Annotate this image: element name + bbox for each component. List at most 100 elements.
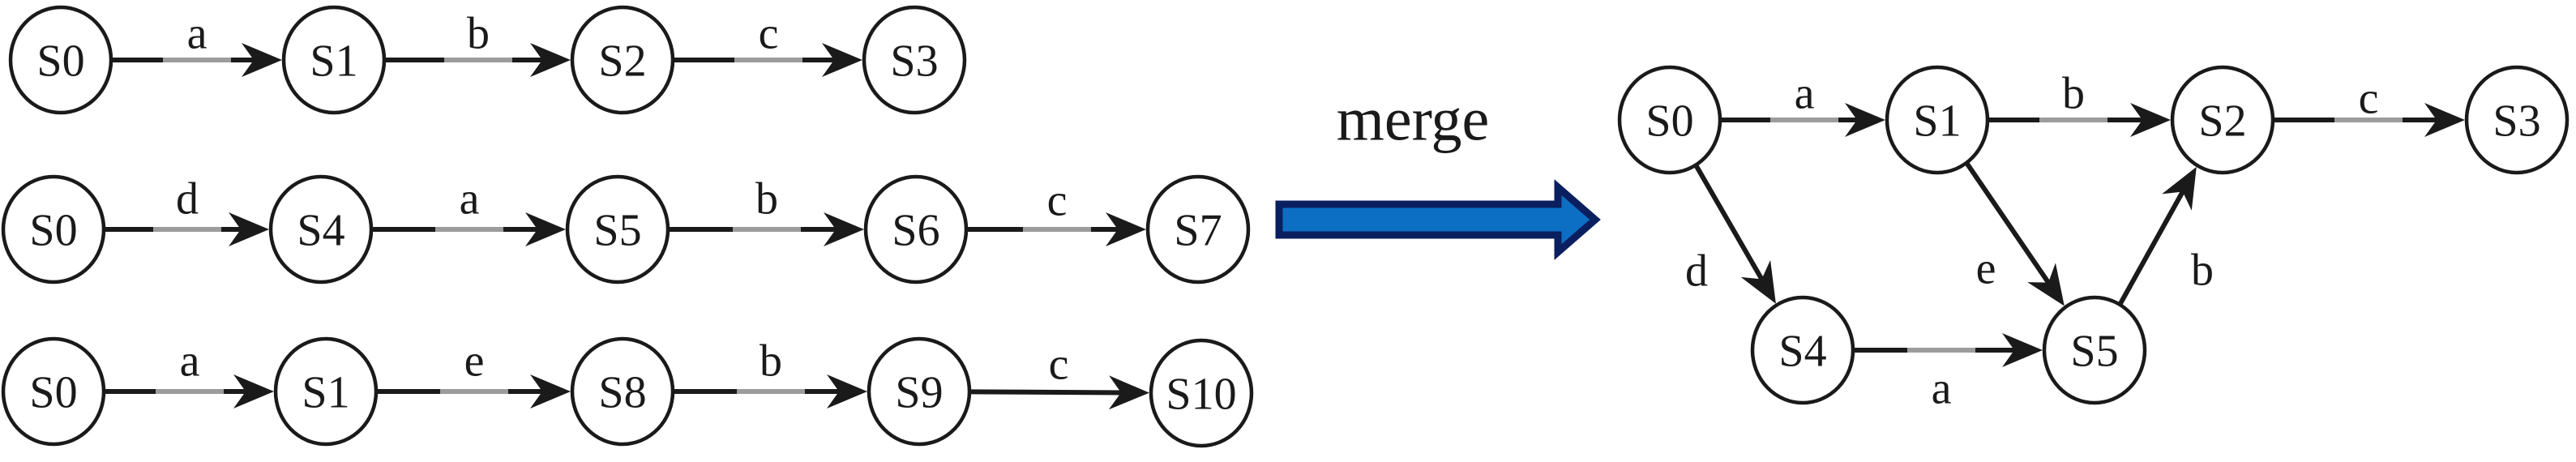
state-node-trace-3-S1: S1 (273, 336, 379, 447)
state-circle (268, 174, 374, 284)
arrowhead-icon (1845, 103, 1885, 137)
edge-S6-S7: c (967, 176, 1146, 246)
state-circle (1, 336, 106, 447)
arrowhead-icon (1108, 375, 1149, 410)
state-circle (2042, 295, 2147, 405)
edge-S5-S6: b (669, 174, 864, 246)
arrowhead-icon (530, 374, 571, 409)
arrowhead-icon (1106, 212, 1146, 246)
edge-S9-S10: c (969, 340, 1149, 410)
transition-label: c (1049, 340, 1069, 390)
state-node-trace-2-S4: S4 (268, 174, 374, 284)
edge-gray-segment (435, 227, 503, 232)
transition-label: a (187, 9, 208, 59)
state-label: S5 (2070, 327, 2118, 377)
transition-label: b (2062, 69, 2085, 119)
state-label: S3 (2493, 96, 2540, 147)
state-node-trace-3-S8: S8 (570, 336, 675, 447)
state-label: S1 (1913, 96, 1961, 147)
transition-label: c (759, 9, 779, 59)
merge-label: merge (1337, 86, 1490, 154)
state-circle (1885, 65, 1990, 175)
transition-label: c (1047, 176, 1068, 226)
arrowhead-icon (525, 212, 566, 246)
transition-label: a (180, 336, 200, 387)
state-circle (281, 5, 387, 115)
edge-gray-segment (737, 389, 805, 394)
edge-gray-segment (440, 389, 508, 394)
state-node-trace-1-S2: S2 (570, 5, 675, 115)
state-circle (1145, 174, 1251, 284)
edge-gray-segment (163, 58, 231, 62)
state-circle (867, 336, 972, 447)
edge-S1-S8: e (377, 336, 571, 409)
state-node-merged-S4: S4 (1750, 295, 1855, 405)
state-circle (863, 174, 969, 284)
state-label: S10 (1166, 370, 1236, 420)
arrowhead-icon (229, 212, 269, 246)
state-circle (1149, 338, 1254, 448)
state-circle (570, 5, 675, 115)
edge-gray-segment (733, 227, 801, 232)
edge-gray-segment (2334, 118, 2403, 122)
transition-label: e (1976, 244, 1996, 294)
graph-trace-3: a e b c S0 S1 S8 S9 S10 (1, 336, 1254, 448)
transition-label: b (760, 336, 782, 387)
edge-S0-S1: a (112, 9, 282, 77)
transition-label: c (2359, 74, 2379, 124)
state-label: S4 (297, 206, 344, 256)
arrowhead-icon (2424, 103, 2465, 137)
edge-S2-S3: c (2274, 74, 2465, 137)
state-label: S2 (598, 36, 646, 87)
state-node-trace-2-S5: S5 (565, 174, 670, 284)
state-label: S8 (598, 368, 646, 418)
state-node-trace-3-S0: S0 (1, 336, 106, 447)
state-label: S7 (1174, 206, 1222, 256)
merge-arrow-icon (1275, 179, 1601, 260)
edge-S5-S2: b (2118, 166, 2214, 306)
state-node-merged-S0: S0 (1617, 65, 1722, 175)
state-node-trace-1-S3: S3 (862, 5, 967, 115)
edge-gray-segment (156, 389, 224, 394)
transition-label: d (1685, 246, 1708, 297)
state-node-trace-3-S9: S9 (867, 336, 972, 447)
state-label: S6 (892, 206, 939, 256)
state-node-trace-2-S6: S6 (863, 174, 969, 284)
transition-line (2118, 186, 2187, 306)
state-circle (862, 5, 967, 115)
state-node-trace-1-S1: S1 (281, 5, 387, 115)
state-label: S0 (29, 206, 77, 256)
state-label: S9 (895, 368, 943, 418)
state-label: S5 (593, 206, 641, 256)
state-node-merged-S1: S1 (1885, 65, 1990, 175)
state-node-trace-2-S0: S0 (1, 174, 106, 284)
arrowhead-icon (824, 212, 864, 246)
state-label: S1 (302, 368, 349, 418)
edge-gray-segment (444, 58, 512, 62)
edge-S0-S1: a (1721, 69, 1885, 137)
state-circle (2464, 65, 2570, 175)
edge-S0-S4: d (105, 174, 269, 246)
transition-label: a (1932, 364, 1952, 414)
edge-S1-S2: b (385, 9, 571, 77)
state-label: S2 (2198, 96, 2246, 147)
state-circle (1, 174, 106, 284)
transition-line (1694, 164, 1766, 284)
arrowhead-icon (827, 374, 867, 409)
state-circle (1750, 295, 1855, 405)
state-node-merged-S5: S5 (2042, 295, 2147, 405)
transition-label: d (176, 174, 199, 225)
transition-line (969, 389, 1126, 396)
state-label: S1 (310, 36, 357, 87)
arrowhead-icon (2027, 263, 2065, 306)
edge-S2-S3: c (674, 9, 862, 77)
state-node-trace-1-S0: S0 (8, 5, 113, 115)
transition-label: a (1795, 69, 1815, 119)
transition-label: e (464, 336, 485, 387)
edge-S8-S9: b (674, 336, 867, 409)
transition-label: b (467, 9, 490, 59)
edge-gray-segment (1907, 348, 1975, 353)
edge-S4-S5: a (372, 174, 566, 246)
